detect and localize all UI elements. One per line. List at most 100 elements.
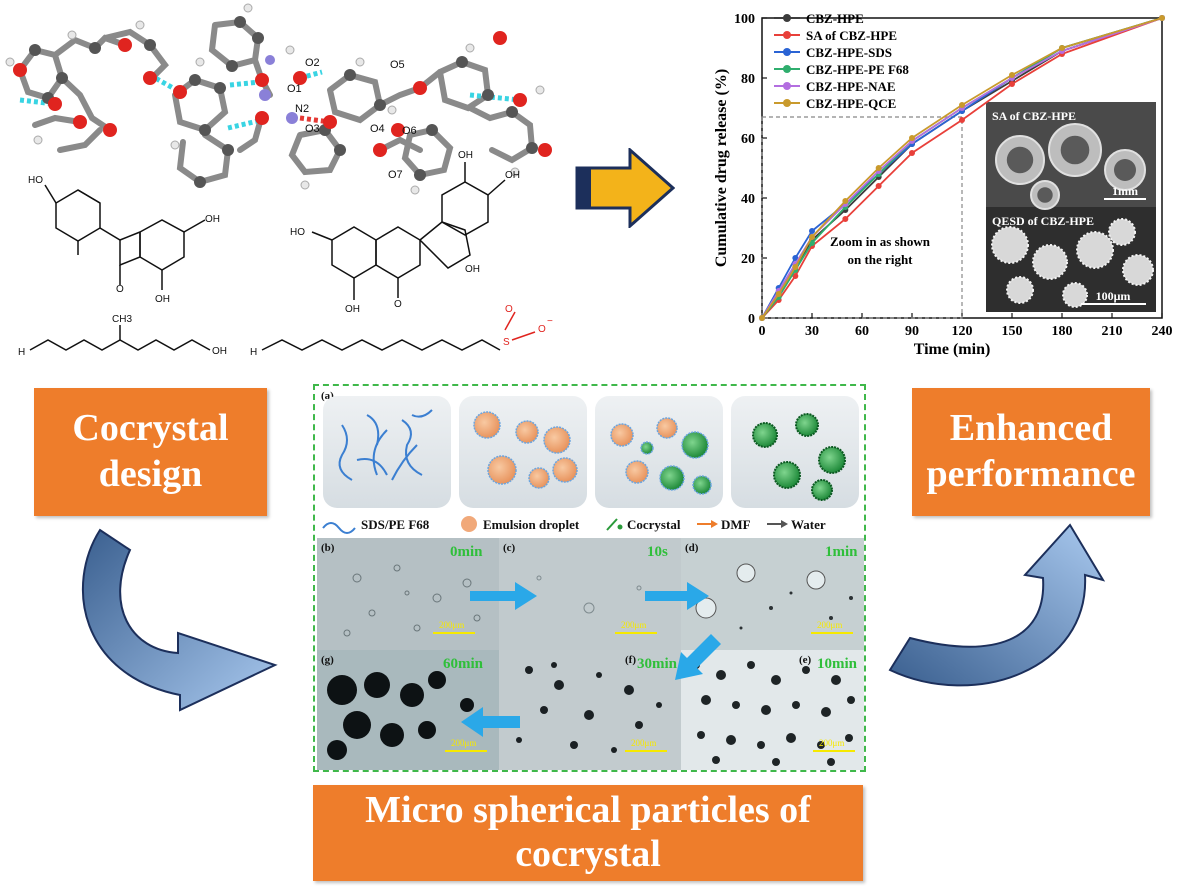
- label-o-2: O: [394, 299, 402, 310]
- y-tick-label: 0: [748, 312, 755, 327]
- inset-bottom-scale: 100μm: [1096, 289, 1131, 303]
- x-tick-label: 0: [759, 324, 766, 339]
- micro-particles-line2: cocrystal: [515, 833, 661, 875]
- x-tick-label: 120: [952, 324, 973, 339]
- time-f: 30min: [637, 656, 678, 672]
- label-h-2: H: [250, 347, 257, 358]
- legend-label: SA of CBZ-HPE: [806, 28, 897, 43]
- label-ho-1: HO: [28, 175, 43, 186]
- label-o-4: O: [538, 324, 546, 335]
- inset-particle-core: [1006, 146, 1034, 174]
- zoom-annotation-line1: Zoom in as shown: [830, 234, 931, 249]
- inset-flower: [1108, 218, 1136, 246]
- data-point: [1159, 15, 1165, 21]
- x-tick-label: 210: [1102, 324, 1123, 339]
- micrograph-g-art: [327, 671, 474, 760]
- arrow-c-d-icon: [645, 582, 709, 610]
- scale-g: 200μm: [451, 738, 477, 748]
- label-oh-3: OH: [345, 304, 360, 315]
- micrograph-b-art: [343, 564, 481, 637]
- x-tick-label: 60: [855, 324, 869, 339]
- inset-particle-core: [1037, 187, 1053, 203]
- micrograph-d-art: [695, 563, 853, 630]
- y-tick-label: 40: [741, 192, 755, 207]
- label-o6: O6: [402, 125, 417, 137]
- data-point: [959, 117, 965, 123]
- label-o2: O2: [305, 57, 320, 69]
- data-point: [792, 273, 799, 279]
- x-tick-label: 150: [1002, 324, 1023, 339]
- legend-label: CBZ-HPE-QCE: [806, 96, 896, 111]
- label-o3: O3: [305, 123, 320, 135]
- data-point: [775, 291, 782, 297]
- data-point: [1009, 72, 1015, 78]
- x-axis-label: Time (min): [914, 341, 991, 358]
- legend-cocrystal: Cocrystal: [627, 517, 681, 532]
- label-oh-7: OH: [212, 346, 227, 357]
- inset-flower: [1076, 231, 1114, 269]
- cocrystal-design-line2: design: [98, 453, 203, 495]
- inset-flower: [1122, 254, 1154, 286]
- x-tick-label: 180: [1052, 324, 1073, 339]
- data-point: [875, 165, 882, 171]
- inset-flower: [991, 226, 1029, 264]
- enhanced-performance-box: Enhanced performance: [912, 388, 1150, 516]
- y-tick-label: 20: [741, 252, 755, 267]
- label-ch3: CH3: [112, 314, 132, 325]
- legend-marker: [783, 48, 791, 56]
- time-c: 10s: [647, 544, 668, 560]
- panel-e-label: (e): [799, 654, 812, 666]
- label-s: S: [503, 337, 510, 348]
- label-o7: O7: [388, 169, 403, 181]
- label-ho-2: HO: [290, 227, 305, 238]
- cocrystal-design-box: Cocrystal design: [34, 388, 267, 516]
- time-b: 0min: [450, 544, 483, 560]
- data-point: [909, 150, 915, 156]
- data-point: [842, 216, 849, 222]
- arrow-b-c-icon: [470, 582, 537, 610]
- label-o-3: O: [505, 304, 513, 315]
- scale-b: 200μm: [439, 620, 465, 630]
- legend-label: CBZ-HPE-SDS: [806, 45, 892, 60]
- label-o4: O4: [370, 123, 385, 135]
- x-tick-label: 30: [805, 324, 819, 339]
- y-tick-label: 80: [741, 72, 755, 87]
- data-point: [909, 135, 915, 141]
- label-o5: O5: [390, 59, 405, 71]
- legend-marker: [783, 82, 791, 90]
- label-n2: N2: [295, 103, 309, 115]
- inset-flower: [1006, 276, 1034, 304]
- process-panel: (a): [313, 384, 866, 772]
- scale-bar-f: [625, 750, 667, 752]
- scale-f: 200μm: [631, 738, 657, 748]
- scale-bar-c: [615, 632, 657, 634]
- time-g: 60min: [443, 656, 484, 672]
- x-tick-label: 90: [905, 324, 919, 339]
- legend-marker: [783, 99, 791, 107]
- panel-c-label: (c): [503, 542, 516, 554]
- scale-bar-d: [811, 632, 853, 634]
- scale-e: 200μm: [819, 738, 845, 748]
- cocrystal-design-line1: Cocrystal: [72, 407, 229, 450]
- scale-bar-b: [433, 632, 475, 634]
- micrograph-d: [681, 538, 864, 650]
- micrograph-e-art: [692, 661, 855, 766]
- droplet-legend-icon: [461, 516, 477, 532]
- crystal-structure: O1 O2 O3 O4 O5 O6 O7 N2: [5, 3, 553, 358]
- process-legend: SDS/PE F68 Emulsion droplet Cocrystal DM…: [322, 516, 826, 534]
- legend-marker: [783, 65, 791, 73]
- legend-droplet: Emulsion droplet: [483, 517, 580, 532]
- curved-arrow-right-icon: [888, 523, 1106, 687]
- data-point: [1009, 81, 1015, 87]
- legend-sds: SDS/PE F68: [361, 517, 430, 532]
- data-point: [1059, 45, 1065, 51]
- legend-water: Water: [791, 517, 826, 532]
- micro-particles-line1: Micro spherical particles of: [365, 789, 811, 832]
- x-tick-label: 240: [1152, 324, 1173, 339]
- legend-label: CBZ-HPE-NAE: [806, 79, 896, 94]
- label-oh-5: OH: [505, 170, 520, 181]
- data-point: [875, 183, 882, 189]
- legend-label: CBZ-HPE: [806, 11, 864, 26]
- micrograph-c-art: [536, 575, 642, 614]
